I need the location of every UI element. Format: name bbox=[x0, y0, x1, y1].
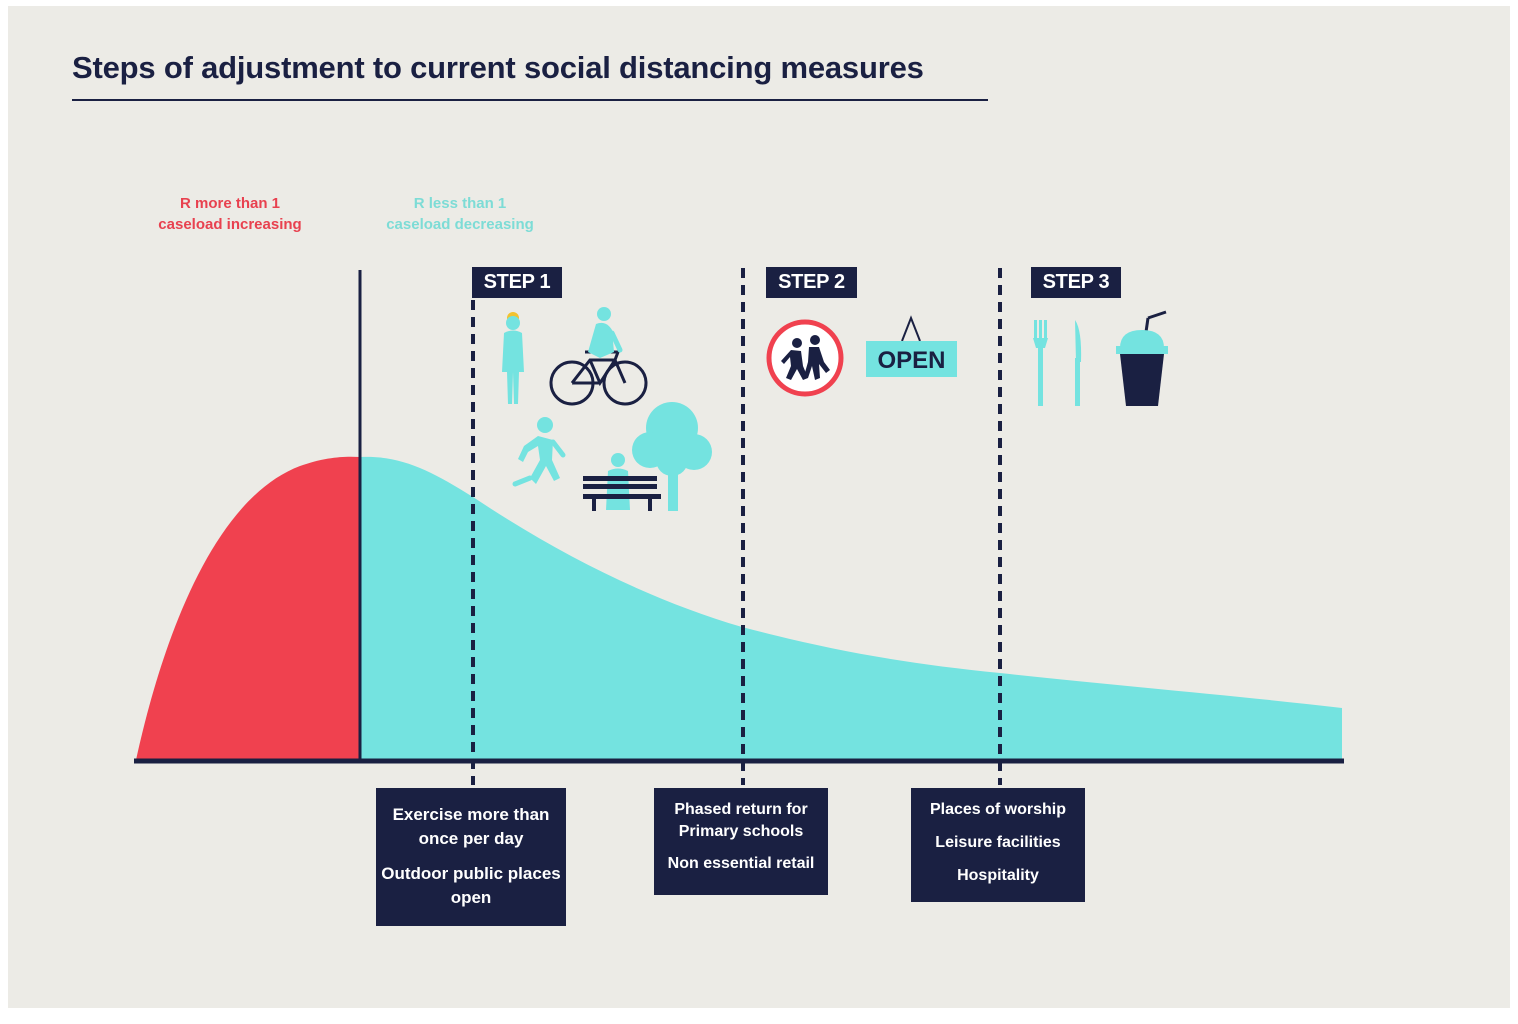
page-title: Steps of adjustment to current social di… bbox=[72, 50, 924, 85]
step2-label: STEP 2 bbox=[766, 267, 857, 298]
decreasing-phase-label-line2: caseload decreasing bbox=[386, 216, 534, 233]
drink-cup-icon bbox=[1116, 310, 1168, 406]
step1-measure: Exercise more than once per day bbox=[392, 805, 550, 848]
step3-measure: Places of worship bbox=[929, 801, 1067, 818]
increasing-phase-label: R more than 1 caseload increasing bbox=[130, 193, 330, 235]
step3-measure: Hospitality bbox=[957, 867, 1039, 884]
person-icon bbox=[502, 312, 524, 404]
step3-measure: Leisure facilities bbox=[935, 834, 1061, 851]
knife-icon bbox=[1075, 320, 1082, 406]
bench-icon bbox=[583, 453, 661, 511]
step1-label: STEP 1 bbox=[472, 267, 562, 298]
step3-measures-box: Places of worship Leisure facilities Hos… bbox=[911, 788, 1085, 902]
runner-icon bbox=[512, 417, 566, 487]
step1-measure: Outdoor public places open bbox=[381, 864, 561, 907]
step1-measures-box: Exercise more than once per day Outdoor … bbox=[376, 788, 566, 926]
open-sign-text: OPEN bbox=[877, 347, 945, 374]
open-sign-icon: OPEN bbox=[866, 315, 957, 377]
increasing-phase-label-line1: R more than 1 bbox=[179, 195, 281, 212]
step2-measure: Phased return for Primary schools bbox=[674, 801, 808, 840]
decreasing-phase-label-line1: R less than 1 bbox=[413, 195, 507, 212]
step2-measure: Non essential retail bbox=[667, 855, 815, 872]
increasing-phase-label-line2: caseload increasing bbox=[158, 216, 302, 233]
step3-label: STEP 3 bbox=[1031, 267, 1121, 298]
tree-icon bbox=[632, 402, 712, 511]
decreasing-phase-label: R less than 1 caseload decreasing bbox=[360, 193, 560, 235]
step2-measures-box: Phased return for Primary schools Non es… bbox=[654, 788, 828, 895]
fork-icon bbox=[1033, 320, 1048, 406]
cyclist-icon bbox=[549, 307, 648, 406]
school-sign-icon bbox=[766, 319, 844, 397]
curve-area-decreasing bbox=[360, 456, 1342, 760]
title-underline bbox=[72, 99, 988, 101]
curve-area-increasing bbox=[136, 456, 360, 760]
